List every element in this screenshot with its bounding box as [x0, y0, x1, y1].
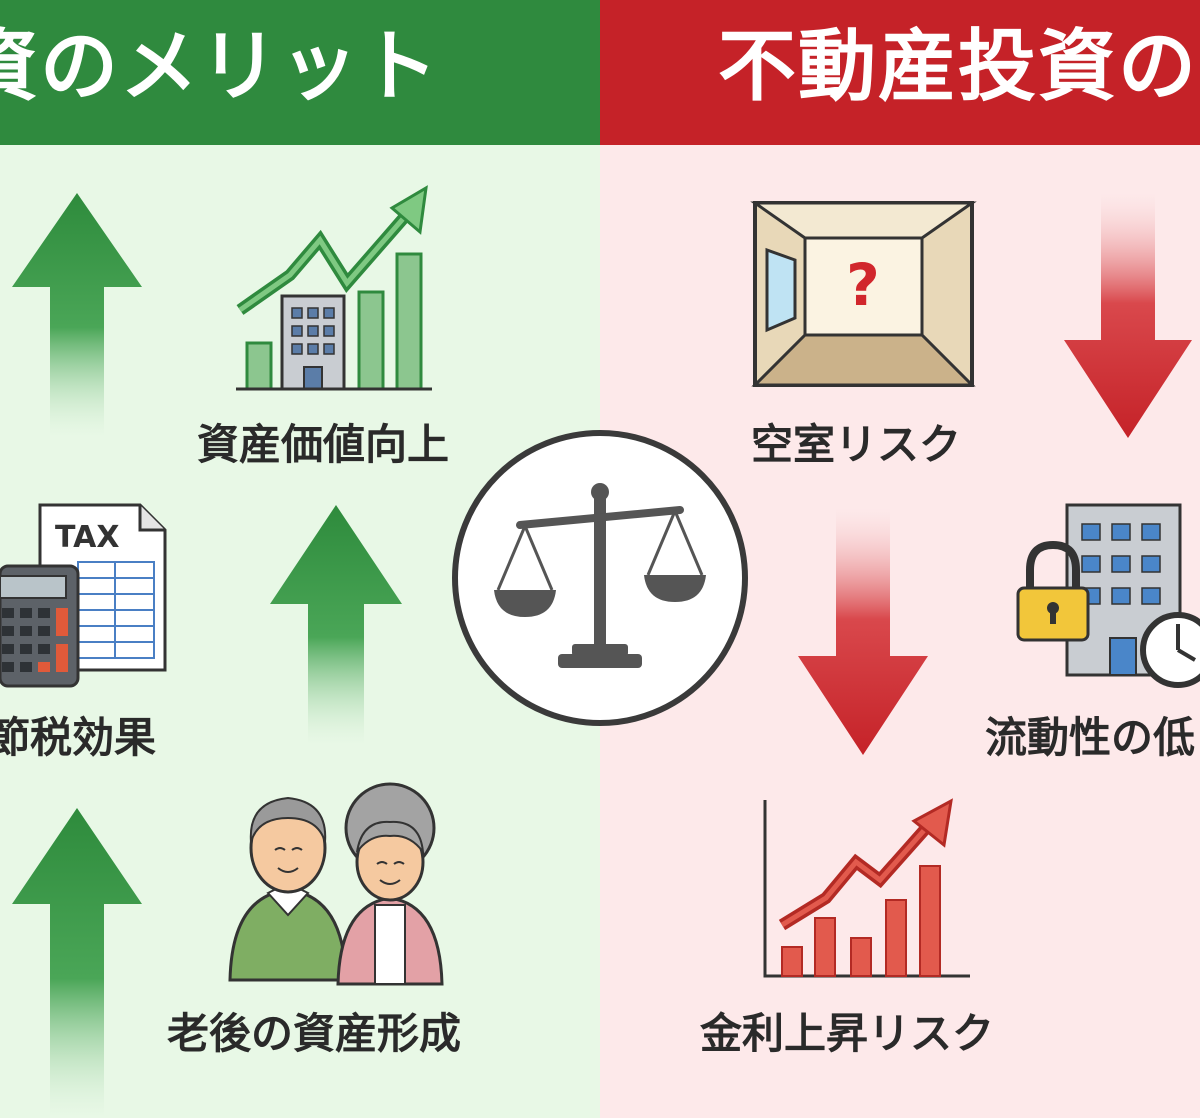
locked-building-clock-icon [1016, 503, 1200, 688]
tax-calculator-icon: TAX [0, 503, 167, 688]
up-arrow-icon [12, 193, 142, 437]
demerit-header-title: 不動産投資のデ [718, 22, 1200, 112]
elderly-couple-icon [228, 782, 444, 986]
empty-room-question-icon: ? [750, 201, 977, 387]
rising-chart-building-icon [236, 185, 432, 391]
demerit-label-vacancy-risk: 空室リスク [751, 420, 962, 469]
down-arrow-icon [798, 508, 928, 755]
question-mark-text: ? [846, 251, 880, 319]
tax-document-text: TAX [55, 520, 119, 555]
balance-scale-icon [452, 430, 748, 726]
merit-label-retirement-assets: 老後の資産形成 [167, 1009, 462, 1058]
merit-header: 投資のメリット [0, 0, 600, 145]
merit-label-asset-value: 資産価値向上 [197, 420, 450, 469]
up-arrow-icon [12, 808, 142, 1118]
demerit-header: 不動産投資のデ [600, 0, 1200, 145]
merit-header-title: 投資のメリット [0, 22, 440, 112]
rising-interest-chart-icon [763, 798, 970, 978]
up-arrow-icon [270, 505, 402, 745]
demerit-label-low-liquidity: 流動性の低 [985, 713, 1196, 762]
down-arrow-icon [1064, 193, 1192, 438]
merit-label-tax-saving: 節税効果 [0, 713, 157, 762]
demerit-label-interest-rate-risk: 金利上昇リスク [700, 1009, 995, 1058]
